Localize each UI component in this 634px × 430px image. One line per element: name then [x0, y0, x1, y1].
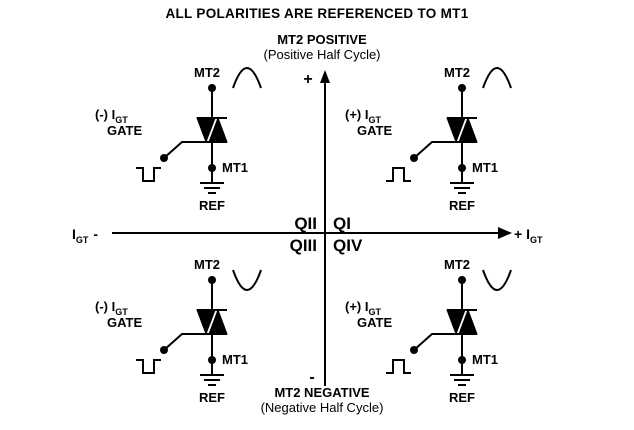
negative-gate-pulse-icon — [135, 359, 162, 374]
top-axis-sublabel: (Positive Half Cycle) — [263, 47, 380, 62]
circuit-qii: MT2 (-) IGT GATE MT1 REF — [95, 65, 262, 213]
quadrant-labels: QII QI QIII QIV — [290, 214, 363, 255]
left-axis-subscript: GT — [76, 235, 89, 245]
circuit-qii-skeleton — [160, 84, 227, 193]
right-axis-subscript: GT — [530, 235, 543, 245]
positive-gate-pulse-icon — [385, 167, 412, 182]
gate-polarity-text: (-) I — [95, 299, 115, 314]
positive-half-cycle-wave-icon — [482, 67, 512, 89]
mt2-label: MT2 — [194, 257, 220, 272]
gate-current-subscript: GT — [368, 115, 381, 125]
vertical-axis-plus-sign: + — [303, 71, 312, 88]
gate-label: GATE — [107, 123, 142, 138]
circuit-qiv-skeleton — [410, 276, 477, 385]
right-axis-label: + IGT — [514, 226, 543, 245]
quadrant-label-qiv: QIV — [333, 236, 363, 255]
quadrant-label-qii: QII — [294, 214, 317, 233]
gate-polarity-text: (-) I — [95, 107, 115, 122]
vertical-axis-minus-sign: - — [309, 369, 314, 386]
negative-gate-pulse-icon — [135, 167, 162, 182]
gate-current-subscript: GT — [368, 307, 381, 317]
bottom-axis-sublabel: (Negative Half Cycle) — [261, 400, 384, 415]
gate-polarity-text: (+) I — [345, 299, 368, 314]
gate-current-subscript: GT — [115, 307, 128, 317]
circuit-qi: MT2 (+) IGT GATE MT1 REF — [345, 65, 512, 213]
gate-polarity-label: (-) IGT — [95, 299, 128, 317]
horizontal-axis-arrowhead — [498, 227, 512, 239]
bottom-axis-label: MT2 NEGATIVE — [274, 385, 369, 400]
page-title: ALL POLARITIES ARE REFERENCED TO MT1 — [165, 6, 468, 21]
circuit-qiii-skeleton — [160, 276, 227, 385]
gate-polarity-label: (+) IGT — [345, 299, 381, 317]
gate-current-subscript: GT — [115, 115, 128, 125]
mt2-label: MT2 — [444, 257, 470, 272]
circuit-qiii: MT2 (-) IGT GATE MT1 REF — [95, 257, 262, 405]
mt2-label: MT2 — [194, 65, 220, 80]
gate-polarity-label: (-) IGT — [95, 107, 128, 125]
left-axis-current: I — [72, 226, 76, 242]
gate-label: GATE — [107, 315, 142, 330]
left-axis-sign: - — [93, 226, 98, 242]
ref-label: REF — [449, 198, 475, 213]
gate-label: GATE — [357, 315, 392, 330]
mt2-label: MT2 — [444, 65, 470, 80]
right-axis-current: + I — [514, 226, 530, 242]
negative-half-cycle-wave-icon — [232, 269, 262, 291]
mt1-label: MT1 — [222, 352, 248, 367]
negative-half-cycle-wave-icon — [482, 269, 512, 291]
mt1-label: MT1 — [472, 160, 498, 175]
quadrant-axes: + - IGT- + IGT — [72, 70, 543, 386]
circuit-qi-skeleton — [410, 84, 477, 193]
gate-polarity-text: (+) I — [345, 107, 368, 122]
positive-half-cycle-wave-icon — [232, 67, 262, 89]
quadrant-label-qi: QI — [333, 214, 351, 233]
vertical-axis-arrowhead — [320, 70, 330, 83]
top-axis-label: MT2 POSITIVE — [277, 32, 367, 47]
mt1-label: MT1 — [472, 352, 498, 367]
ref-label: REF — [449, 390, 475, 405]
circuit-qiv: MT2 (+) IGT GATE MT1 REF — [345, 257, 512, 405]
left-axis-label: IGT- — [72, 226, 98, 245]
positive-gate-pulse-icon — [385, 359, 412, 374]
quadrant-label-qiii: QIII — [290, 236, 317, 255]
ref-label: REF — [199, 198, 225, 213]
mt1-label: MT1 — [222, 160, 248, 175]
gate-polarity-label: (+) IGT — [345, 107, 381, 125]
ref-label: REF — [199, 390, 225, 405]
gate-label: GATE — [357, 123, 392, 138]
